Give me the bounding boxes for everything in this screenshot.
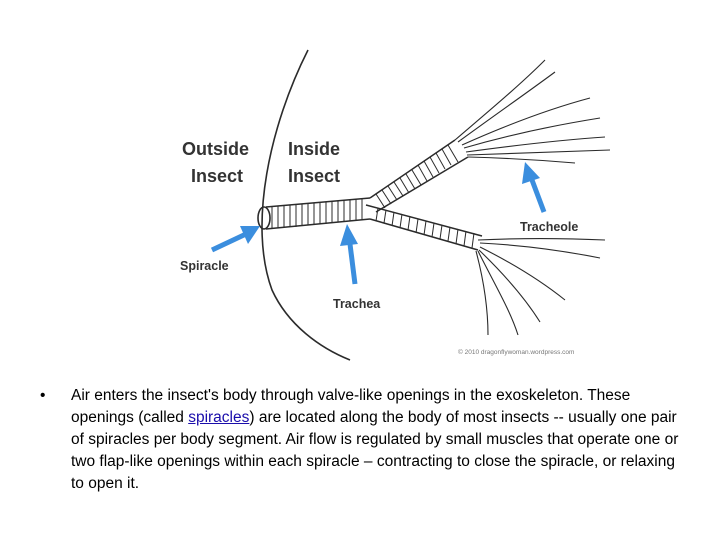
tracheole-arrow [522,162,547,213]
body-paragraph: Air enters the insect's body through val… [71,385,683,495]
trachea-tube [265,197,371,230]
lower-tracheoles [475,237,606,336]
bullet-marker: • [40,387,46,404]
label-inside-insect: Insect [288,166,340,186]
lower-branch-rings [375,207,475,249]
text-after-link: ) are located along the body of most ins… [71,409,679,492]
label-outside-insect: Insect [191,166,243,186]
spiracles-link[interactable]: spiracles [188,409,250,426]
trachea-arrow [340,224,358,285]
spiracle-opening [257,206,271,230]
label-outside: Outside [182,139,249,159]
body-wall-line [261,49,351,361]
text-before-link: Air enters the insect's body through val… [71,387,631,426]
upper-branch-rings [375,144,459,209]
label-inside: Inside [288,139,340,159]
trachea-rings [271,199,363,229]
label-spiracle: Spiracle [180,259,229,273]
trachea-diagram: Outside Insect Inside Insect Tracheole S… [180,49,611,361]
label-trachea: Trachea [333,297,381,311]
copyright-credit: © 2010 dragonflywoman.wordpress.com [458,348,574,356]
upper-branch-tube [369,139,469,213]
spiracle-arrow [210,226,260,253]
upper-tracheoles [454,59,611,164]
label-tracheole: Tracheole [520,220,578,234]
